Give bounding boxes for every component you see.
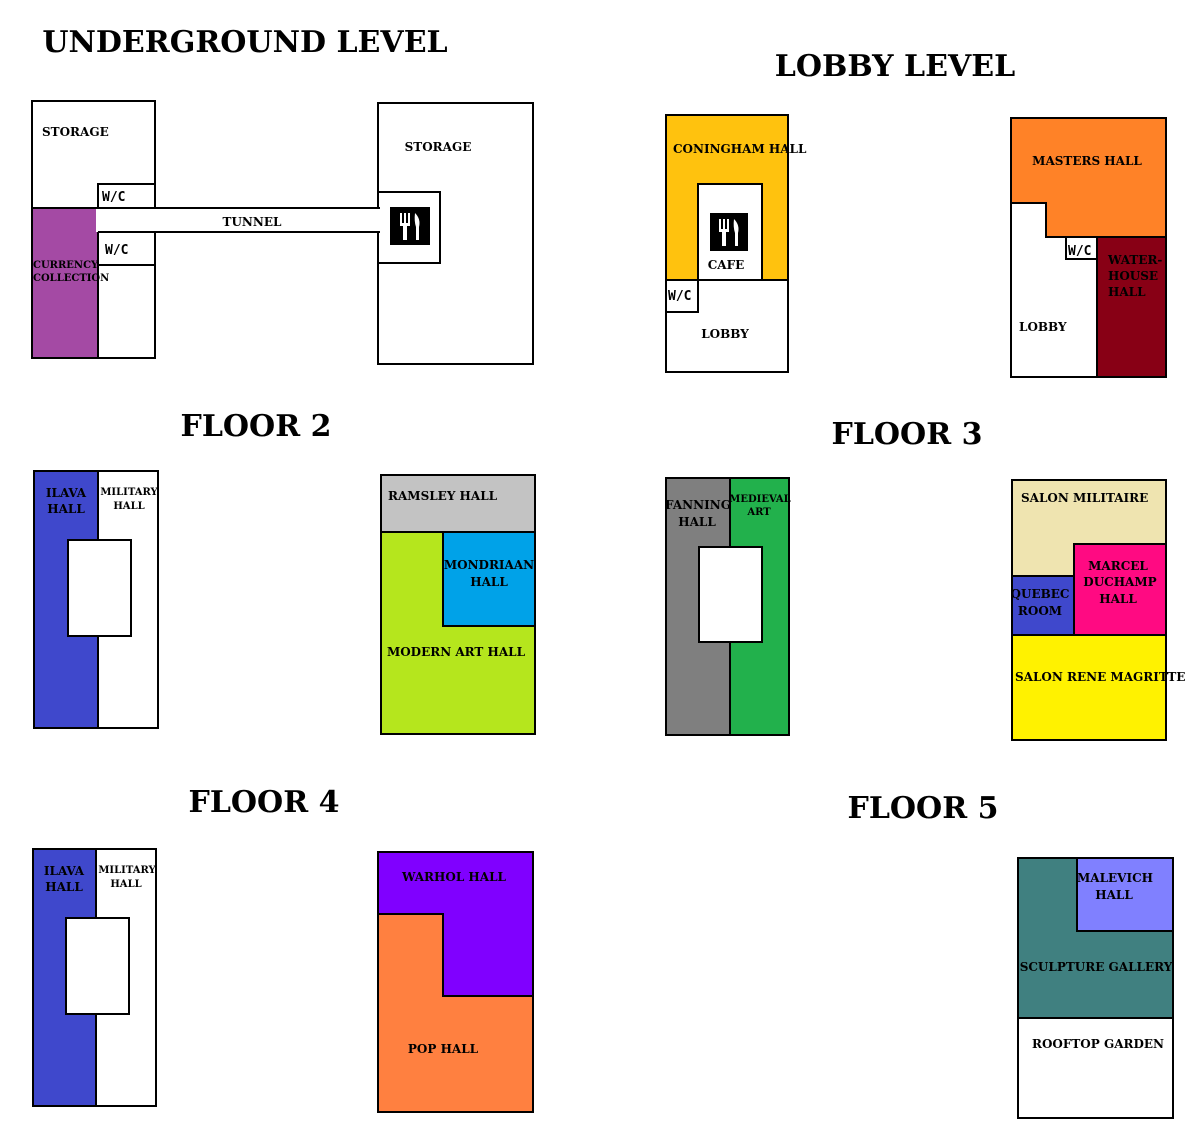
- room-cafe[interactable]: [697, 183, 763, 281]
- floor4-atrium: [65, 917, 130, 1015]
- label-wc-lobby-left: W/C: [668, 289, 691, 304]
- label-ilava-line2: HALL: [47, 502, 85, 516]
- label-quebec-line2: ROOM: [1018, 604, 1062, 618]
- label-currency-line1: CURRENCY: [33, 260, 99, 271]
- label-lobby-left: LOBBY: [701, 327, 749, 341]
- room-masters-hall[interactable]: [1010, 117, 1167, 238]
- restaurant-icon: [390, 207, 430, 245]
- room-rooftop-garden[interactable]: [1017, 1017, 1174, 1119]
- floor3-title: FLOOR 3: [832, 417, 983, 452]
- label-military-line2: HALL: [113, 501, 144, 512]
- label-coningham-hall: CONINGHAM HALL: [673, 142, 807, 156]
- room-wc-lower[interactable]: [97, 231, 156, 266]
- lobby-level: LOBBY LEVEL CONINGHAM HALL CAFE W/C LOBB…: [665, 49, 1167, 378]
- label-wc-lobby-right: W/C: [1068, 244, 1091, 259]
- label-fanning-line2: HALL: [678, 515, 716, 529]
- label-quebec-line1: QUEBEC: [1011, 587, 1070, 601]
- room-wc-lobby-left[interactable]: [665, 279, 699, 313]
- label-salon-militaire: SALON MILITAIRE: [1021, 491, 1148, 505]
- label-wc-upper: W/C: [102, 190, 125, 205]
- label-medieval-line2: ART: [746, 507, 771, 518]
- label-fanning-line1: FANNING: [665, 498, 731, 512]
- label-military-f4-line2: HALL: [110, 879, 141, 890]
- room-salon-rene-magritte[interactable]: [1011, 634, 1167, 741]
- label-duchamp-line3: HALL: [1099, 592, 1137, 606]
- label-waterhouse-line2: HOUSE: [1108, 269, 1158, 283]
- floor-3: FLOOR 3 FANNING HALL MEDIEVAL ART SALON …: [665, 417, 1185, 741]
- room-warhol-hall[interactable]: [377, 851, 534, 997]
- underground-title: UNDERGROUND LEVEL: [42, 25, 447, 60]
- label-ilava-f4-line1: ILAVA: [44, 864, 85, 878]
- label-masters-hall: MASTERS HALL: [1032, 154, 1142, 168]
- restaurant-icon: [710, 213, 748, 251]
- label-mondriaan-line1: MONDRIAAN: [444, 558, 534, 572]
- label-cafe: CAFE: [708, 258, 745, 272]
- label-malevich-line2: HALL: [1095, 888, 1133, 902]
- floor3-atrium: [698, 546, 763, 643]
- label-ilava-f4-line2: HALL: [45, 880, 83, 894]
- label-mondriaan-line2: HALL: [470, 575, 508, 589]
- label-wc-lower: W/C: [105, 243, 128, 258]
- room-currency-collection[interactable]: [31, 207, 99, 359]
- label-salon-rene-magritte: SALON RENE MAGRITTE: [1015, 670, 1185, 684]
- floor-2: FLOOR 2 ILAVA HALL MILITARY HALL RAMSLEY…: [33, 409, 536, 735]
- label-rooftop-garden: ROOFTOP GARDEN: [1032, 1037, 1164, 1051]
- label-currency-line2: COLLECTION: [33, 273, 109, 284]
- label-military-f4-line1: MILITARY: [98, 865, 156, 876]
- label-medieval-line1: MEDIEVAL: [729, 494, 790, 505]
- label-duchamp-line1: MARCEL: [1088, 559, 1148, 573]
- label-sculpture-gallery: SCULPTURE GALLERY: [1020, 960, 1173, 974]
- label-malevich-line1: MALEVICH: [1077, 871, 1153, 885]
- label-ramsley-hall: RAMSLEY HALL: [388, 489, 498, 503]
- label-lobby-right: LOBBY: [1019, 320, 1067, 334]
- label-storage-left: STORAGE: [42, 125, 109, 139]
- floor5-title: FLOOR 5: [848, 791, 999, 826]
- underground-level: UNDERGROUND LEVEL STORAGE W/C W/C CURREN…: [31, 25, 534, 365]
- label-waterhouse-line3: HALL: [1108, 285, 1146, 299]
- room-mondriaan-hall[interactable]: [442, 531, 536, 627]
- room-waterhouse-hall[interactable]: [1096, 236, 1167, 378]
- label-waterhouse-line1: WATER-: [1107, 253, 1162, 267]
- label-modern-art-hall: MODERN ART HALL: [387, 645, 526, 659]
- label-pop-hall: POP HALL: [408, 1042, 479, 1056]
- floor2-atrium: [67, 539, 132, 637]
- label-ilava-line1: ILAVA: [46, 486, 87, 500]
- label-military-line1: MILITARY: [100, 487, 158, 498]
- label-tunnel: TUNNEL: [223, 215, 282, 229]
- room-ramsley-hall[interactable]: [380, 474, 536, 533]
- floor4-title: FLOOR 4: [189, 785, 340, 820]
- room-wc-lobby-right[interactable]: [1065, 236, 1098, 260]
- label-duchamp-line2: DUCHAMP: [1083, 575, 1156, 589]
- tunnel-fill: [96, 209, 380, 232]
- room-malevich-hall[interactable]: [1076, 857, 1174, 932]
- floor2-title: FLOOR 2: [181, 409, 332, 444]
- room-marcel-duchamp-hall[interactable]: [1073, 543, 1167, 636]
- label-storage-right: STORAGE: [405, 140, 472, 154]
- floor-5: FLOOR 5 MALEVICH HALL SCULPTURE GALLERY …: [848, 791, 1174, 1119]
- room-ilava-hall[interactable]: [33, 470, 99, 729]
- lobby-title: LOBBY LEVEL: [775, 49, 1015, 84]
- label-warhol-hall: WARHOL HALL: [401, 870, 506, 884]
- floor-4: FLOOR 4 ILAVA HALL MILITARY HALL WARHOL …: [32, 785, 534, 1113]
